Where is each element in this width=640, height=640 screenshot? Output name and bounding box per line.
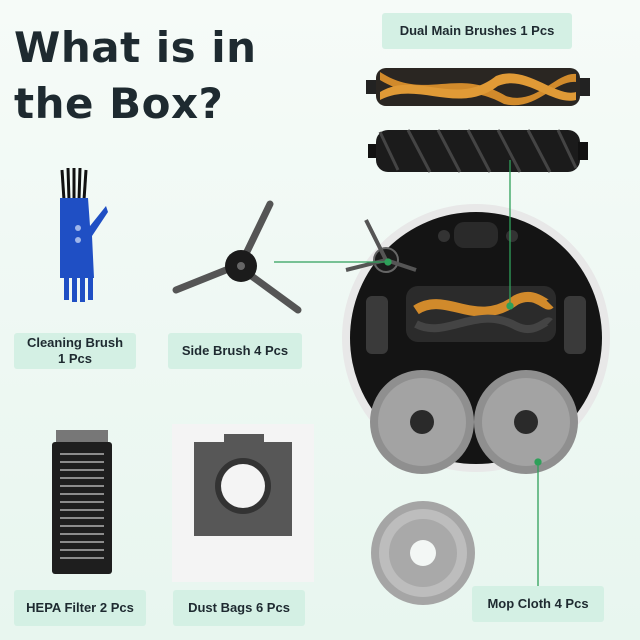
robot-mop-pads xyxy=(370,370,578,474)
mop-cloth-image xyxy=(371,501,475,605)
cleaning-brush-image xyxy=(60,167,108,302)
dust-bags-label: Dust Bags 6 Pcs xyxy=(173,590,305,626)
rubber-main-brush-image xyxy=(366,68,590,106)
bristle-main-brush-image xyxy=(368,129,588,173)
page-title: What is in the Box? xyxy=(14,23,257,128)
mop-cloth-label: Mop Cloth 4 Pcs xyxy=(472,586,604,622)
hepa-filter-image xyxy=(52,430,112,574)
side-brush-image xyxy=(172,200,302,314)
dust-bag-image xyxy=(172,424,314,582)
cleaning-brush-label: Cleaning Brush 1 Pcs xyxy=(14,333,136,369)
robot-vacuum-image xyxy=(342,204,610,474)
side-brush-label: Side Brush 4 Pcs xyxy=(168,333,302,369)
hepa-filter-label: HEPA Filter 2 Pcs xyxy=(14,590,146,626)
main-brushes-label: Dual Main Brushes 1 Pcs xyxy=(382,13,572,49)
